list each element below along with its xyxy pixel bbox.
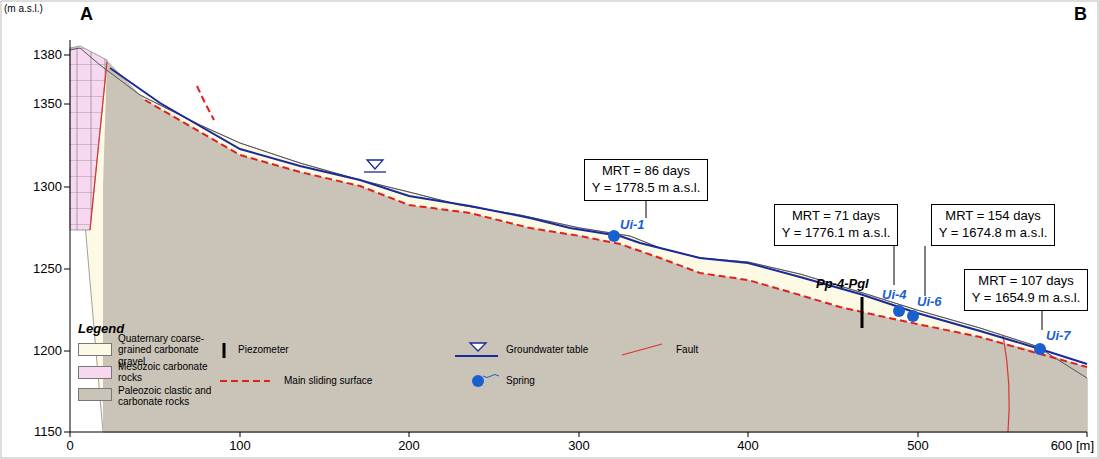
axis-tick-label: 1380 (33, 48, 62, 63)
axis-tick-label: 400 (737, 439, 759, 454)
main-sliding-surface (145, 100, 1087, 367)
callout-text: MRT = 71 days (782, 208, 891, 225)
axis-tick-label: 100 (229, 439, 251, 454)
section-end: A (80, 4, 93, 25)
paleozoic-body (103, 60, 1087, 432)
callout-text: Y = 1778.5 m a.s.l. (592, 180, 701, 197)
legend-symbols (72, 318, 712, 410)
callout-text: Y = 1654.9 m a.s.l. (972, 290, 1081, 307)
spring-label: Ui-6 (917, 295, 942, 310)
axis-tick-label: 1250 (33, 262, 62, 277)
callout-text: MRT = 107 days (972, 273, 1081, 290)
scarp-sliding-surface (197, 86, 214, 120)
legend-swatch (78, 366, 112, 379)
axis-tick-label: 300 (568, 439, 590, 454)
callout-text: Y = 1776.1 m a.s.l. (782, 225, 891, 242)
ground-surface (70, 48, 1087, 378)
piezometer (861, 297, 864, 328)
groundwater-table (110, 68, 1087, 364)
axes (64, 40, 1087, 437)
legend-text: Groundwater table (506, 344, 588, 356)
axis-unit: (m a.s.l.) (4, 3, 43, 15)
axis-tick-label: 200 (398, 439, 420, 454)
callout-box: MRT = 71 daysY = 1776.1 m a.s.l. (774, 204, 899, 246)
gravel-body (70, 48, 1087, 432)
axis-tick-label: 500 (907, 439, 929, 454)
legend-text: Main sliding surface (284, 375, 372, 387)
legend-text: Fault (676, 344, 698, 356)
fault-line (1003, 335, 1009, 432)
axis-tick-label: 1300 (33, 180, 62, 195)
callout-text: Y = 1674.8 m a.s.l. (939, 225, 1048, 242)
axis-tick-label: 1150 (34, 425, 62, 440)
axis-tick-label: 1200 (33, 344, 62, 359)
fault-line (90, 62, 107, 230)
axis-tick-label: 1350 (33, 97, 62, 112)
section-end: B (1074, 4, 1087, 25)
legend-text: Mesozoic carbonate rocks (118, 361, 218, 384)
legend-text: Piezometer (238, 344, 289, 356)
callout-box: MRT = 86 daysY = 1778.5 m a.s.l. (584, 159, 709, 201)
legend-text: Spring (506, 375, 535, 387)
legend-title: Legend (78, 322, 124, 337)
groundwater-symbol (364, 160, 386, 172)
legend-swatch (78, 388, 112, 401)
legend-text: Paleozoic clastic and carbonate rocks (118, 385, 218, 408)
axis-tick-label: 0 (66, 439, 73, 454)
spring-label: Ui-4 (882, 288, 907, 303)
mesozoic-body (70, 46, 107, 230)
callout-text: MRT = 154 days (939, 208, 1048, 225)
callout-box: MRT = 154 daysY = 1674.8 m a.s.l. (931, 204, 1056, 246)
axis-tick-label: 600 [m] (1051, 439, 1094, 454)
callout-text: MRT = 86 days (592, 163, 701, 180)
callout-box: MRT = 107 daysY = 1654.9 m a.s.l. (964, 269, 1089, 311)
spring-label: Ui-1 (620, 218, 645, 233)
legend-swatch (78, 343, 112, 356)
spring-label: Ui-7 (1046, 329, 1071, 344)
piezometer-label: Pp-4-Pgl (816, 277, 869, 292)
